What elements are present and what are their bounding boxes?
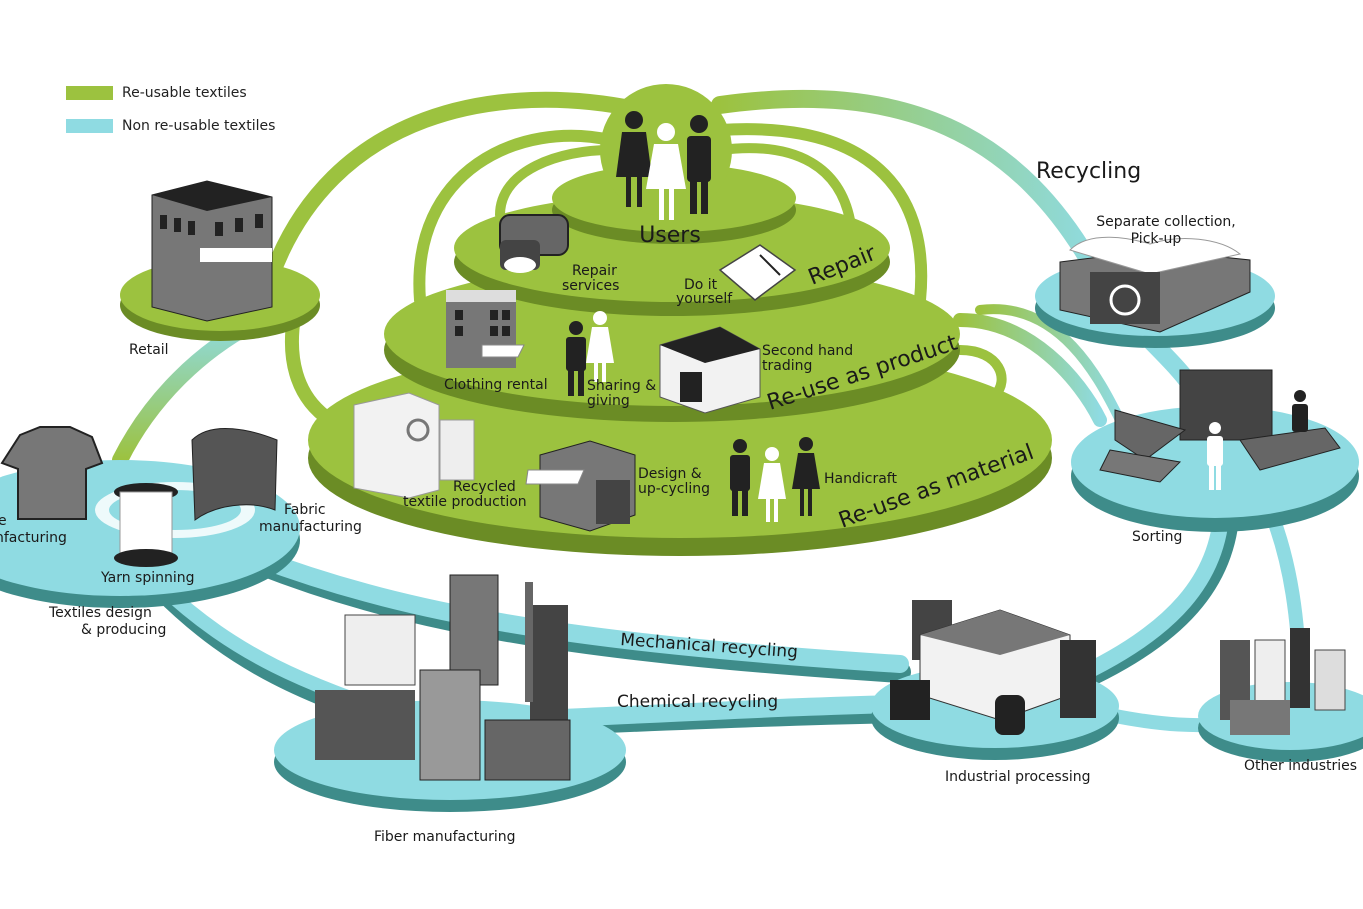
retail-label: Retail xyxy=(129,342,169,358)
recycling-label: Recycling xyxy=(1036,159,1141,184)
industrial-processing-label: Industrial processing xyxy=(945,769,1091,785)
design-upcycling-label: Design &up-cycling xyxy=(638,466,710,497)
sorting-label: Sorting xyxy=(1132,529,1182,545)
recycled-textile-factory-icon xyxy=(353,392,475,499)
textiles-design-label: Textiles design& producing xyxy=(48,605,166,638)
legend: Re-usable textiles Non re-usable textile… xyxy=(66,76,275,142)
legend-label: Re-usable textiles xyxy=(122,84,247,101)
recycling-bins-icon xyxy=(1059,236,1251,333)
second-hand-warehouse-icon xyxy=(659,326,761,414)
legend-swatch-green xyxy=(66,85,113,100)
retail-building-icon xyxy=(151,180,273,322)
fiber-manufacturing-label: Fiber manufacturing xyxy=(374,829,516,845)
sorting-station-icon xyxy=(1099,369,1341,490)
clothing-rental-building-icon xyxy=(446,290,525,368)
t-shirt-icon xyxy=(0,426,104,520)
handicraft-label: Handicraft xyxy=(824,471,897,487)
fiber-factory-icon xyxy=(315,574,571,781)
separate-collection-label: Separate collection,Pick-up xyxy=(1096,214,1235,247)
industrial-processing-factory-icon xyxy=(890,600,1096,735)
users-label: Users xyxy=(639,223,701,248)
other-industries-label: Other industries xyxy=(1244,758,1357,774)
do-it-yourself-fabric-icon xyxy=(718,244,797,301)
legend-label: Non re-usable textiles xyxy=(122,117,276,134)
legend-item-non-reusable: Non re-usable textiles xyxy=(66,109,275,142)
clothing-rental-label: Clothing rental xyxy=(444,377,548,393)
yarn-spinning-label: Yarn spinning xyxy=(100,570,195,586)
sharing-giving-label: Sharing &giving xyxy=(587,378,656,409)
yarn-spool-icon xyxy=(114,483,178,567)
design-upcycling-shop-icon xyxy=(525,440,636,532)
other-industries-buildings-icon xyxy=(1220,628,1346,735)
sewing-machine-icon xyxy=(499,214,569,273)
sharing-people-icon xyxy=(566,311,614,396)
users-people-icon xyxy=(616,111,711,220)
chemical-recycling-label: Chemical recycling xyxy=(617,692,778,712)
handicraft-people-icon xyxy=(730,437,820,522)
legend-swatch-cyan xyxy=(66,118,113,133)
fabric-weave-icon xyxy=(191,427,278,521)
legend-item-reusable: Re-usable textiles xyxy=(66,76,275,109)
